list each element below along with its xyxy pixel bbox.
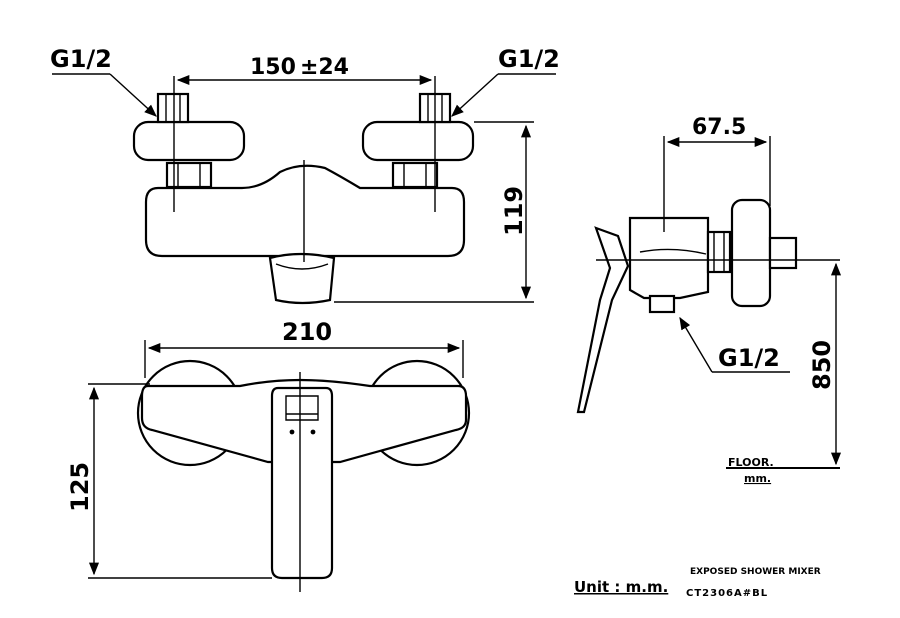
lever-handle	[270, 386, 334, 580]
side-spout	[648, 294, 676, 314]
side-view	[576, 136, 842, 469]
right-flange	[361, 120, 475, 162]
product-name: EXPOSED SHOWER MIXER	[690, 567, 821, 577]
left-flange	[132, 120, 246, 162]
spout	[268, 252, 336, 305]
inlet-spacing-value: 150	[250, 55, 296, 80]
top-height-label: 119	[500, 186, 528, 236]
inlet-spacing-tol-sign: ±	[300, 55, 318, 80]
top-right-thread-label: G1/2	[498, 45, 560, 73]
left-inlet-nut	[156, 92, 190, 124]
mixer-body	[144, 164, 466, 258]
model-number: CT2306A#BL	[686, 588, 768, 599]
side-wall-flange	[730, 198, 772, 308]
front-width-label: 210	[282, 318, 332, 346]
unit-label: Unit : m.m.	[574, 578, 668, 596]
hot-indicator	[289, 429, 295, 435]
inlet-spacing-label: 150±24	[250, 55, 349, 80]
cold-indicator	[310, 429, 316, 435]
top-left-thread-label: G1/2	[50, 45, 112, 73]
side-body	[628, 216, 710, 300]
side-depth-label: 67.5	[692, 115, 746, 140]
inlet-spacing-tolerance: 24	[318, 55, 349, 80]
side-thread-label: G1/2	[718, 344, 780, 372]
right-connector-nut	[391, 161, 439, 189]
top-view	[52, 73, 556, 305]
side-lever	[576, 226, 630, 414]
front-height-label: 125	[66, 462, 94, 512]
front-view	[88, 340, 471, 592]
side-height-label: 850	[808, 340, 836, 390]
floor-unit-label: mm.	[744, 472, 771, 485]
floor-label: FLOOR.	[728, 456, 774, 469]
side-inlet-pipe	[768, 236, 798, 270]
